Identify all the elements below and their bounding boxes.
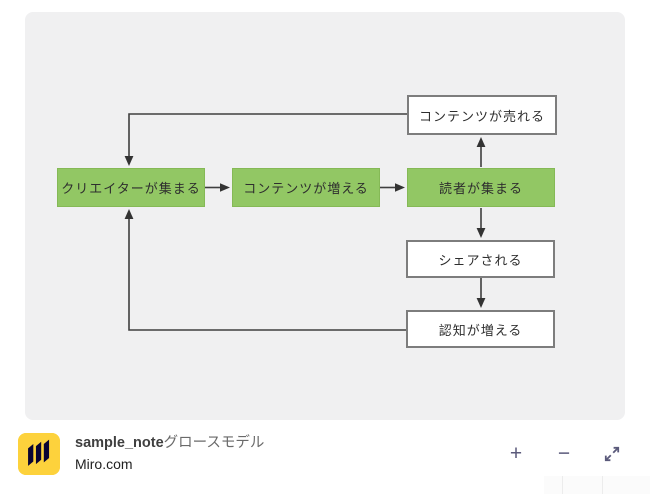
board-title: sample_noteグロースモデル: [75, 433, 264, 454]
node-label: コンテンツが増える: [243, 181, 369, 196]
node-content-sells: コンテンツが売れる: [407, 95, 557, 135]
footer-divider: [602, 476, 603, 494]
footer-edge-strip: [544, 476, 650, 494]
expand-icon: [602, 444, 622, 464]
node-label: シェアされる: [438, 252, 523, 268]
node-awareness-grows: 認知が増える: [406, 310, 555, 348]
board-info: sample_noteグロースモデル Miro.com: [75, 433, 264, 475]
node-readers-gather: 読者が集まる: [407, 168, 555, 207]
node-label: クリエイターが集まる: [61, 181, 201, 196]
footer-divider: [562, 476, 563, 494]
miro-logo[interactable]: [18, 433, 60, 475]
zoom-controls: + −: [504, 442, 624, 466]
zoom-out-button[interactable]: −: [552, 442, 576, 466]
board-title-secondary: グロースモデル: [163, 435, 265, 451]
node-label: 読者が集まる: [438, 181, 523, 196]
node-label: 認知が増える: [438, 322, 523, 338]
node-content-grows: コンテンツが増える: [232, 168, 380, 207]
node-gets-shared: シェアされる: [406, 240, 555, 278]
board-title-primary: sample_note: [75, 435, 164, 451]
zoom-in-button[interactable]: +: [504, 442, 528, 466]
node-label: コンテンツが売れる: [418, 108, 545, 124]
attribution-bar: sample_noteグロースモデル Miro.com + −: [0, 420, 650, 494]
board-canvas[interactable]: [25, 12, 625, 420]
node-creators-gather: クリエイターが集まる: [57, 168, 205, 207]
miro-com-link[interactable]: Miro.com: [75, 456, 133, 472]
expand-button[interactable]: [600, 442, 624, 466]
